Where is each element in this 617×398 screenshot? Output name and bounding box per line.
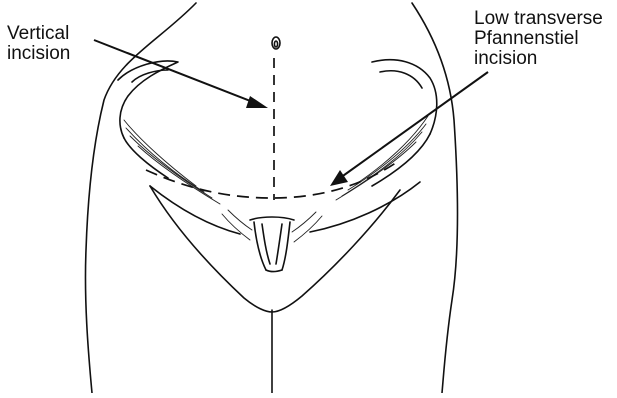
left-inguinal-fold bbox=[150, 186, 240, 234]
right-iliac-crest bbox=[336, 60, 437, 200]
left-flank-outline bbox=[85, 3, 196, 393]
pfannenstiel-label-line-1: Low transverse bbox=[474, 9, 603, 29]
pfannenstiel-incision-label: Low transverse Pfannenstiel incision bbox=[474, 9, 603, 69]
symphysis-detail bbox=[222, 210, 322, 272]
vertical-incision-label-line-2: incision bbox=[7, 44, 70, 64]
pubic-outline bbox=[150, 186, 400, 312]
vertical-incision-arrow bbox=[94, 40, 268, 108]
umbilicus bbox=[272, 37, 280, 49]
right-flank-outline bbox=[412, 3, 458, 393]
vertical-incision-label: Vertical incision bbox=[7, 24, 70, 64]
pfannenstiel-incision-arrow bbox=[330, 72, 488, 186]
vertical-incision-label-line-1: Vertical bbox=[7, 24, 70, 44]
pfannenstiel-label-line-3: incision bbox=[474, 49, 603, 69]
pfannenstiel-label-line-2: Pfannenstiel bbox=[474, 29, 603, 49]
right-inguinal-fold bbox=[310, 182, 420, 232]
